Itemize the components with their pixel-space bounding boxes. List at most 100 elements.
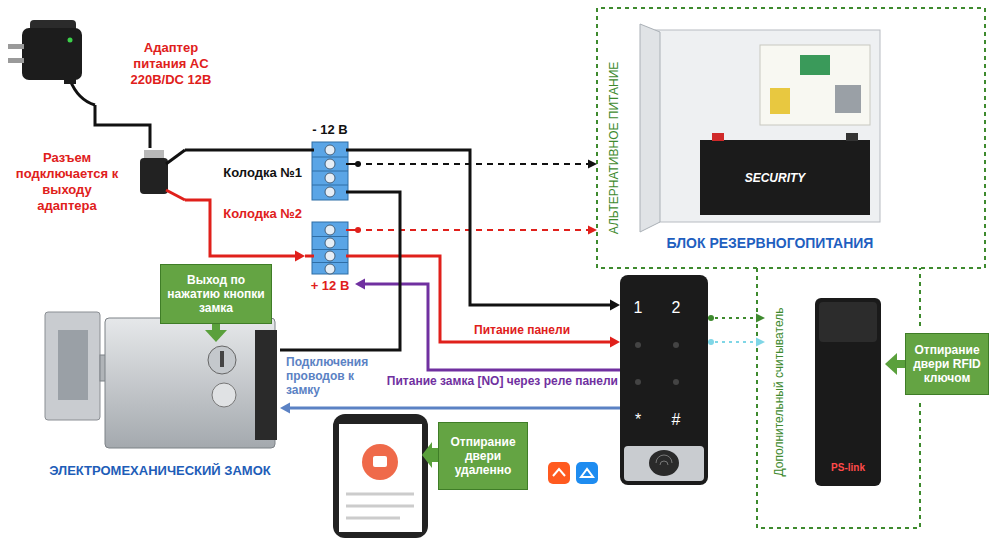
callout-box: Отпирание двери RFID ключом [905, 333, 989, 395]
battery-terminal [846, 133, 858, 141]
arrow-head [205, 330, 227, 342]
reader-body [815, 298, 881, 486]
wire-connector [355, 226, 597, 235]
arrow-head [756, 338, 765, 347]
battery [700, 140, 870, 215]
keypad-base [624, 446, 704, 481]
key-mark [635, 342, 641, 348]
app-button [362, 444, 398, 480]
arrow-head [756, 314, 765, 323]
arrow-head [610, 337, 620, 348]
node-text: Дополнительный считыватель [771, 277, 787, 507]
node-text: 2 [666, 299, 686, 317]
terminal-screw [325, 238, 335, 248]
key-mark [635, 379, 641, 385]
electromechanical-lock: ЭЛЕКТРОМЕХАНИЧЕСКИЙ ЗАМОК [40, 342, 280, 490]
wire-connector [885, 353, 905, 375]
arrow-head [355, 279, 365, 290]
terminal-screw [325, 264, 335, 274]
terminal-block: + 12 В [305, 220, 355, 296]
wire-dot [708, 339, 714, 345]
wire-line [896, 360, 905, 368]
adapter-led [68, 38, 73, 43]
wire-connector [355, 256, 620, 348]
key-mark [673, 379, 679, 385]
wire-connector [708, 338, 765, 347]
lock-button [212, 383, 236, 407]
phone-body [333, 414, 428, 538]
wire-line [355, 150, 611, 305]
wire-line [364, 284, 620, 370]
arrow-head [610, 300, 620, 311]
battery-brand: SECURITY [730, 171, 820, 185]
reader-gloss [819, 302, 877, 342]
callout-text: Отпирание двери удаленно [444, 435, 522, 477]
wire-stub [305, 255, 355, 258]
cabinet [655, 30, 880, 222]
wire-stub [305, 150, 355, 192]
backup-power-drawing [597, 8, 985, 528]
arrow-head [885, 353, 897, 375]
battery-terminal [712, 133, 724, 141]
adapter-body [22, 28, 82, 80]
lock-drawing [45, 312, 277, 448]
node-text: БЛОК РЕЗЕРВНОГОПИТАНИЯ [620, 234, 920, 252]
callout-text: Отпирание двери RFID ключом [911, 343, 983, 385]
dc-plug-drawing [140, 150, 185, 200]
wire-dot [355, 161, 361, 167]
wire-line [95, 105, 150, 148]
terminal-screw [325, 159, 335, 169]
adapter-prong [8, 58, 24, 63]
terminal-strip [312, 142, 348, 200]
terminal-block-drawing [305, 142, 355, 274]
terminal-divider [312, 157, 348, 185]
wire-connector [185, 200, 305, 262]
wire-line [185, 149, 305, 152]
app-icon-glyph [553, 469, 593, 477]
reader-logo: PS-link [818, 462, 878, 474]
backup-power-unit: АЛЬТЕРНАТИВНОЕ ПИТАНИЕБЛОК РЕЗЕРВНОГОПИТ… [597, 8, 985, 268]
wire-connector [355, 160, 597, 169]
node-text: АЛЬТЕРНАТИВНОЕ ПИТАНИЕ [606, 43, 622, 253]
node-text: Разъем подключается к выходу адаптера [15, 150, 119, 214]
wire-connector [95, 105, 150, 148]
wire-line [355, 163, 589, 165]
callout-box: Отпирание двери удаленно [438, 422, 528, 490]
wire-line [708, 317, 757, 319]
wire-connector [355, 279, 620, 371]
wire-stub [346, 163, 355, 165]
app-icon [548, 462, 570, 484]
phone-drawing [333, 414, 438, 538]
wire-line [212, 324, 220, 331]
key-mark [673, 342, 679, 348]
strike-plate [45, 312, 100, 420]
cabinet-door [640, 24, 660, 232]
keypad-drawing [620, 275, 708, 485]
reader-drawing [815, 298, 881, 486]
app-glyph [373, 456, 387, 467]
keyhole [220, 351, 224, 367]
wire-line [355, 229, 589, 231]
wire-label: Подключения проводов к замку [284, 355, 374, 397]
callout-arrow [422, 442, 438, 468]
node-text: * [628, 411, 648, 429]
node-text: - 12 В [305, 122, 355, 138]
wire-label: Питание замка [NO] через реле панели [376, 374, 620, 388]
pcb-part [835, 85, 861, 113]
app-icon [576, 462, 598, 484]
wire-stub [346, 229, 355, 231]
phone-screen [339, 424, 422, 532]
wire-connector [205, 324, 227, 342]
node-text: ЭЛЕКТРОМЕХАНИЧЕСКИЙ ЗАМОК [10, 463, 310, 479]
wire-stub [166, 150, 185, 164]
strike-slot [58, 330, 88, 400]
app-rows [346, 494, 414, 518]
dashed-region [757, 268, 920, 528]
pcb [760, 45, 870, 125]
keypad-panel: 12*# [620, 275, 708, 485]
adapter-prong [8, 44, 24, 49]
terminal-screw [325, 145, 335, 155]
wire-connector [185, 150, 305, 151]
app-icons [548, 462, 598, 484]
